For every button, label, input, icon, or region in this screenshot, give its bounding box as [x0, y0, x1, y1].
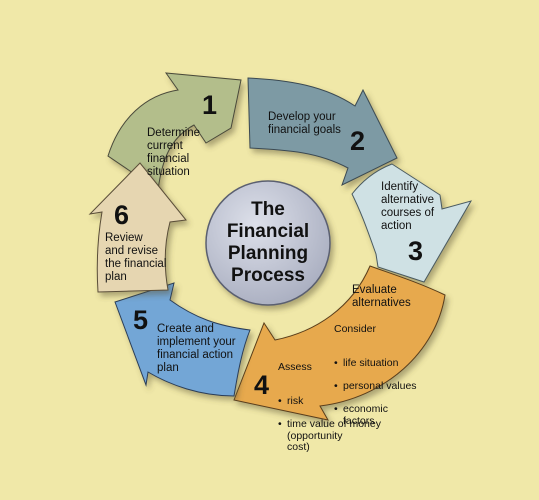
consider-label: Consider — [334, 322, 377, 335]
step-3-arrow — [351, 163, 473, 283]
step-4-assess: Assess risk time value of money (opportu… — [278, 350, 381, 477]
step-5-text: Create and implement your financial acti… — [157, 323, 236, 374]
assess-list: risk time value of money (opportunity co… — [278, 385, 381, 466]
assess-label: Assess — [278, 360, 312, 373]
assess-item: risk — [278, 395, 381, 408]
step-3-text: Identify alternative courses of action — [381, 181, 435, 232]
step-4-arrow — [233, 265, 446, 421]
step-1-text: Determine current financial situation — [147, 127, 201, 178]
step-1-number: 1 — [202, 90, 218, 120]
assess-item: time value of money (opportunity cost) — [278, 418, 381, 454]
consider-item: life situation — [334, 357, 417, 370]
step-5-arrow — [114, 282, 251, 397]
step-4-heading: Evaluate alternatives — [352, 284, 411, 309]
center-title: The Financial Planning Process — [226, 199, 310, 286]
step-6-number: 6 — [114, 200, 130, 230]
step-2-number: 2 — [350, 126, 366, 156]
step-4-number: 4 — [254, 370, 270, 400]
consider-item: personal values — [334, 380, 417, 393]
step-2-arrow — [247, 77, 398, 186]
step-3-number: 3 — [408, 236, 424, 266]
step-6-text: Review and revise the financial plan — [105, 232, 167, 283]
step-2-text: Develop your financial goals — [268, 111, 341, 136]
center-circle — [205, 180, 331, 306]
step-1-arrow — [107, 72, 242, 191]
step-5-number: 5 — [133, 305, 149, 335]
step-6-arrow — [88, 162, 187, 293]
